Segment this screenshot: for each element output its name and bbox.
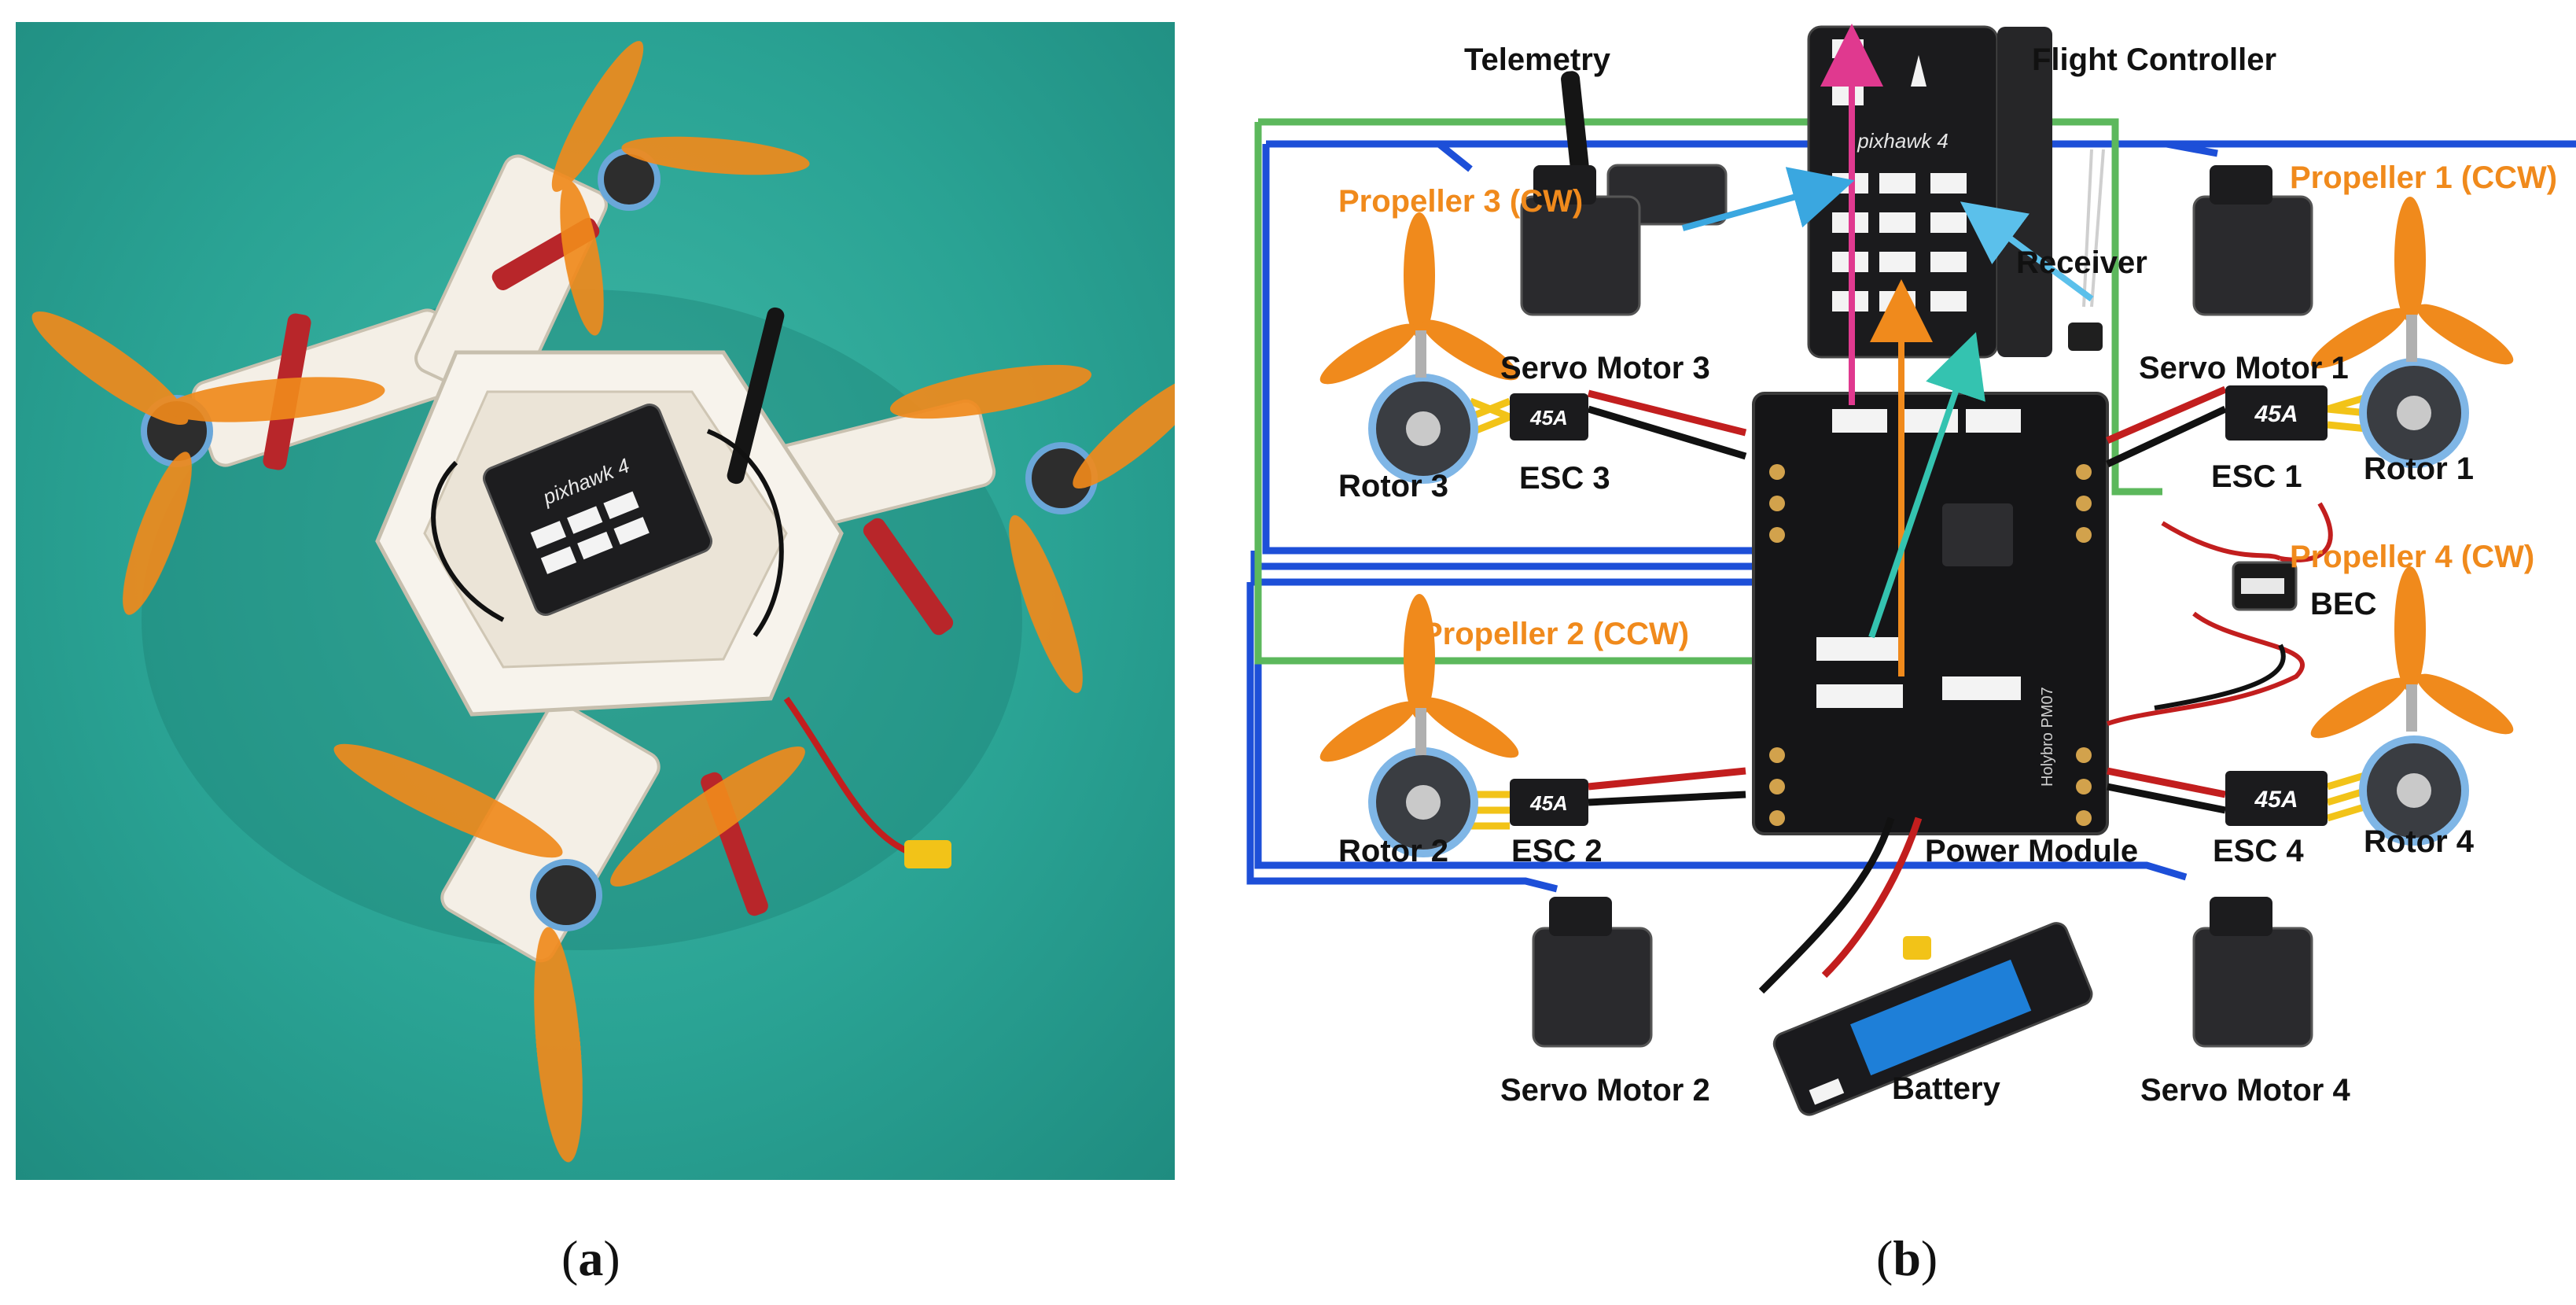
wiring-graphics: pixhawk 4 bbox=[1246, 24, 2576, 1116]
receiver-arrow bbox=[1960, 201, 2094, 302]
fc-print-label: pixhawk 4 bbox=[1857, 129, 1949, 153]
label-power-module: Power Module bbox=[1925, 834, 2139, 868]
label-rotor-1: Rotor 1 bbox=[2364, 452, 2474, 486]
vehicle-photo: pixhawk 4 bbox=[16, 22, 1175, 1180]
label-servo-motor-4: Servo Motor 4 bbox=[2140, 1073, 2350, 1108]
label-esc-3: ESC 3 bbox=[1519, 461, 1610, 496]
motors bbox=[141, 148, 1098, 931]
power-distribution-board: Holybro PM07 bbox=[1752, 392, 2109, 835]
propellers bbox=[31, 41, 1175, 1163]
label-rotor-4: Rotor 4 bbox=[2364, 824, 2474, 859]
servo-motor-3 bbox=[1520, 165, 1641, 316]
caption-b: (b) bbox=[1876, 1230, 1938, 1286]
propeller-4-blades bbox=[2310, 566, 2514, 739]
esc-4-board: 45A bbox=[2225, 771, 2328, 826]
label-battery: Battery bbox=[1892, 1071, 2000, 1106]
propeller-2-blades bbox=[1319, 594, 1519, 762]
esc-3-rating: 45A bbox=[1529, 406, 1568, 429]
rc-wire bbox=[1254, 118, 2162, 665]
label-propeller-4: Propeller 4 (CW) bbox=[2290, 540, 2535, 574]
label-telemetry: Telemetry bbox=[1464, 42, 1611, 77]
vehicle-illustration: pixhawk 4 bbox=[31, 41, 1175, 1163]
bec-module bbox=[2232, 561, 2298, 611]
power-wires bbox=[1587, 385, 2333, 994]
label-esc-1: ESC 1 bbox=[2211, 459, 2302, 494]
battery-connector bbox=[1903, 936, 1931, 960]
label-esc-4: ESC 4 bbox=[2213, 834, 2304, 868]
esc-2-rating: 45A bbox=[1529, 791, 1568, 815]
label-propeller-2: Propeller 2 (CCW) bbox=[1422, 617, 1690, 651]
label-rotor-2: Rotor 2 bbox=[1338, 834, 1448, 868]
pwm-aux-arrow bbox=[1868, 332, 1985, 639]
label-rotor-3: Rotor 3 bbox=[1338, 469, 1448, 503]
esc-2-board: 45A bbox=[1510, 779, 1588, 826]
flight-controller: pixhawk 4 bbox=[483, 404, 712, 616]
xt-connector bbox=[904, 840, 951, 868]
esc-1-rating: 45A bbox=[2254, 401, 2298, 427]
label-propeller-1: Propeller 1 (CCW) bbox=[2290, 160, 2558, 195]
esc-1-board: 45A bbox=[2225, 385, 2328, 441]
servo-motor-1 bbox=[2192, 165, 2313, 316]
servo-motor-4 bbox=[2192, 897, 2313, 1048]
propeller-3-blades bbox=[1319, 212, 1519, 385]
servo-motor-2 bbox=[1532, 897, 1653, 1048]
esc-3-board: 45A bbox=[1510, 393, 1588, 441]
antenna bbox=[727, 307, 785, 485]
rotor-1-motor bbox=[2359, 358, 2469, 468]
label-esc-2: ESC 2 bbox=[1511, 834, 1603, 868]
label-receiver: Receiver bbox=[2016, 245, 2147, 280]
label-servo-motor-1: Servo Motor 1 bbox=[2139, 351, 2349, 385]
flight-controller-board: pixhawk 4 bbox=[1807, 25, 2052, 359]
esc-4-rating: 45A bbox=[2254, 787, 2298, 813]
receiver bbox=[2068, 149, 2105, 351]
wiring-diagram: pixhawk 4 bbox=[1211, 0, 2576, 1227]
pm-print: Holybro PM07 bbox=[2039, 687, 2056, 787]
motor-phase-wires bbox=[1469, 393, 2368, 830]
rotor-3-motor bbox=[1368, 374, 1478, 484]
caption-a: (a) bbox=[561, 1230, 620, 1286]
propeller-1-blades bbox=[2310, 197, 2514, 369]
telemetry-arrow bbox=[1681, 167, 1855, 231]
label-flight-controller: Flight Controller bbox=[2032, 42, 2277, 77]
rotor-4-motor bbox=[2359, 735, 2469, 846]
label-servo-motor-2: Servo Motor 2 bbox=[1500, 1073, 1710, 1108]
label-bec: BEC bbox=[2310, 587, 2377, 621]
label-servo-motor-3: Servo Motor 3 bbox=[1500, 351, 1710, 385]
label-propeller-3: Propeller 3 (CW) bbox=[1338, 184, 1584, 219]
battery-pack bbox=[1772, 922, 2093, 1116]
